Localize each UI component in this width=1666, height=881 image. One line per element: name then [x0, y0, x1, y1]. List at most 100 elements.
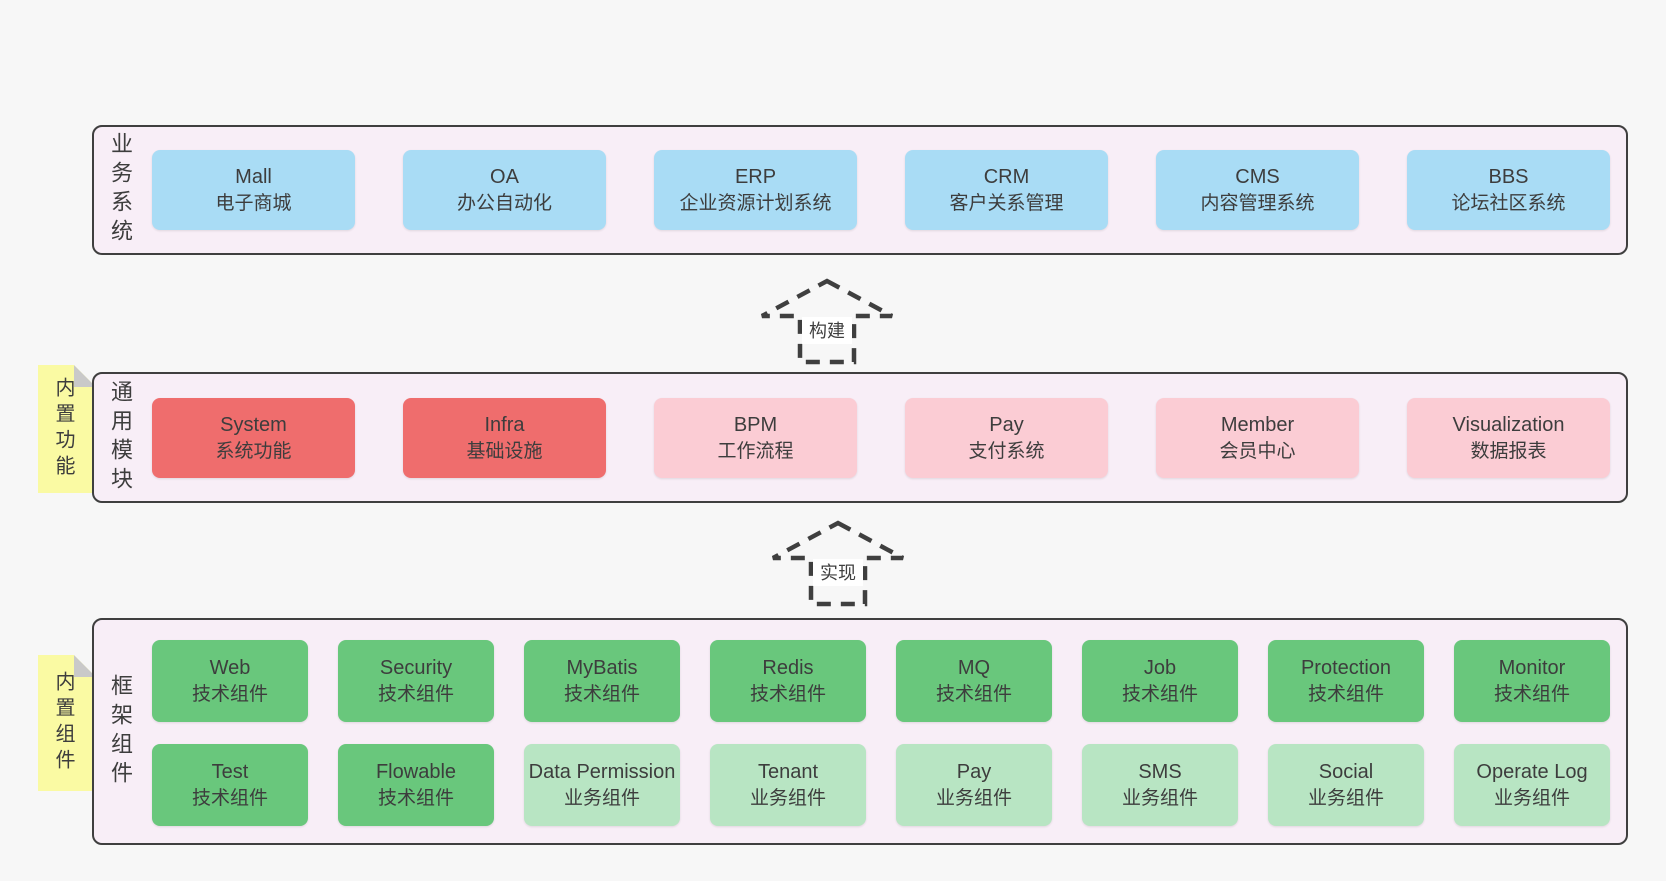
box-title: Member: [1220, 413, 1295, 436]
arrow-implement-label-bg: [813, 559, 863, 586]
box-subtitle: 业务组件: [1121, 787, 1198, 809]
box-title: SMS: [1138, 760, 1182, 783]
box-title: MQ: [957, 656, 991, 679]
box-title: Pay: [956, 760, 992, 783]
tab-built-in-features-label: 内置功能: [52, 377, 74, 481]
box-title: Web: [209, 656, 251, 679]
box-sms: SMS 业务组件: [1082, 744, 1238, 826]
box-redis: Redis 技术组件: [710, 640, 866, 722]
box-title: Infra: [484, 413, 525, 436]
box-protection: Protection 技术组件: [1268, 640, 1424, 722]
section-business-label: 业务系统: [108, 132, 133, 248]
box-subtitle: 技术组件: [749, 683, 826, 705]
framework-boxes-row-2: Test 技术组件 Flowable 技术组件 Data Permission …: [152, 744, 1610, 826]
tab-built-in-components-label: 内置组件: [52, 671, 74, 775]
box-title: Redis: [762, 656, 814, 679]
box-social: Social 业务组件: [1268, 744, 1424, 826]
box-title: ERP: [734, 165, 777, 188]
box-subtitle: 工作流程: [717, 440, 794, 462]
box-subtitle: 支付系统: [968, 440, 1045, 462]
box-bbs: BBS 论坛社区系统: [1407, 150, 1610, 230]
box-mq: MQ 技术组件: [896, 640, 1052, 722]
box-title: CMS: [1235, 165, 1280, 188]
box-subtitle: 论坛社区系统: [1451, 192, 1566, 214]
modules-boxes-row: System 系统功能 Infra 基础设施 BPM 工作流程 Pay 支付系统…: [152, 398, 1610, 478]
arrow-build-label: 构建: [809, 321, 845, 341]
box-subtitle: 内容管理系统: [1200, 192, 1315, 214]
box-title: Social: [1318, 760, 1374, 783]
box-title: Security: [379, 656, 453, 679]
box-subtitle: 业务组件: [563, 787, 640, 809]
tab-built-in-features: 内置功能: [38, 365, 96, 493]
arrow-implement-label: 实现: [820, 563, 856, 583]
box-erp: ERP 企业资源计划系统: [654, 150, 857, 230]
box-subtitle: 系统功能: [215, 440, 292, 462]
box-subtitle: 业务组件: [749, 787, 826, 809]
box-subtitle: 企业资源计划系统: [679, 192, 832, 214]
framework-boxes-row-1: Web 技术组件 Security 技术组件 MyBatis 技术组件 Redi…: [152, 640, 1610, 722]
box-security: Security 技术组件: [338, 640, 494, 722]
box-subtitle: 客户关系管理: [949, 192, 1064, 214]
box-title: BBS: [1488, 165, 1529, 188]
box-pay-system: Pay 支付系统: [905, 398, 1108, 478]
box-subtitle: 技术组件: [191, 787, 268, 809]
box-subtitle: 业务组件: [1307, 787, 1384, 809]
box-subtitle: 数据报表: [1470, 440, 1547, 462]
box-title: MyBatis: [566, 656, 638, 679]
box-member: Member 会员中心: [1156, 398, 1359, 478]
box-monitor: Monitor 技术组件: [1454, 640, 1610, 722]
box-pay-component: Pay 业务组件: [896, 744, 1052, 826]
section-framework-components: 框架组件 Web 技术组件 Security 技术组件 MyBatis 技术组件…: [92, 618, 1628, 845]
box-subtitle: 电子商城: [215, 192, 292, 214]
box-title: Operate Log: [1476, 760, 1588, 783]
box-title: Mall: [235, 165, 272, 188]
box-title: Data Permission: [528, 760, 676, 783]
business-boxes-row: Mall 电子商城 OA 办公自动化 ERP 企业资源计划系统 CRM 客户关系…: [152, 150, 1610, 230]
box-data-permission: Data Permission 业务组件: [524, 744, 680, 826]
box-title: Tenant: [757, 760, 819, 783]
box-title: Monitor: [1498, 656, 1566, 679]
box-subtitle: 技术组件: [1121, 683, 1198, 705]
box-title: Test: [211, 760, 249, 783]
box-job: Job 技术组件: [1082, 640, 1238, 722]
box-mall: Mall 电子商城: [152, 150, 355, 230]
box-title: System: [220, 413, 287, 436]
box-subtitle: 业务组件: [935, 787, 1012, 809]
box-crm: CRM 客户关系管理: [905, 150, 1108, 230]
tab-built-in-components: 内置组件: [38, 655, 96, 791]
box-subtitle: 技术组件: [563, 683, 640, 705]
box-title: Flowable: [375, 760, 457, 783]
section-framework-label: 框架组件: [108, 673, 133, 790]
box-subtitle: 技术组件: [191, 683, 268, 705]
box-subtitle: 技术组件: [1493, 683, 1570, 705]
box-title: CRM: [983, 165, 1030, 188]
box-mybatis: MyBatis 技术组件: [524, 640, 680, 722]
box-title: Protection: [1300, 656, 1392, 679]
box-title: Job: [1143, 656, 1177, 679]
arrow-build-label-bg: [802, 317, 852, 344]
arrow-build-up: 构建: [760, 278, 894, 365]
box-subtitle: 办公自动化: [456, 192, 552, 214]
box-web: Web 技术组件: [152, 640, 308, 722]
box-subtitle: 基础设施: [466, 440, 543, 462]
box-flowable: Flowable 技术组件: [338, 744, 494, 826]
box-bpm: BPM 工作流程: [654, 398, 857, 478]
box-title: BPM: [733, 413, 778, 436]
box-system: System 系统功能: [152, 398, 355, 478]
section-business-systems: 业务系统 Mall 电子商城 OA 办公自动化 ERP 企业资源计划系统 CRM…: [92, 125, 1628, 255]
box-cms: CMS 内容管理系统: [1156, 150, 1359, 230]
box-title: Pay: [989, 413, 1024, 436]
box-tenant: Tenant 业务组件: [710, 744, 866, 826]
section-modules-label: 通用模块: [108, 379, 133, 496]
box-infra: Infra 基础设施: [403, 398, 606, 478]
box-subtitle: 技术组件: [377, 683, 454, 705]
box-subtitle: 业务组件: [1493, 787, 1570, 809]
box-subtitle: 技术组件: [377, 787, 454, 809]
section-common-modules: 通用模块 System 系统功能 Infra 基础设施 BPM 工作流程 Pay…: [92, 372, 1628, 503]
box-oa: OA 办公自动化: [403, 150, 606, 230]
box-subtitle: 会员中心: [1219, 440, 1296, 462]
box-subtitle: 技术组件: [935, 683, 1012, 705]
box-subtitle: 技术组件: [1307, 683, 1384, 705]
box-title: Visualization: [1452, 413, 1565, 436]
box-operate-log: Operate Log 业务组件: [1454, 744, 1610, 826]
